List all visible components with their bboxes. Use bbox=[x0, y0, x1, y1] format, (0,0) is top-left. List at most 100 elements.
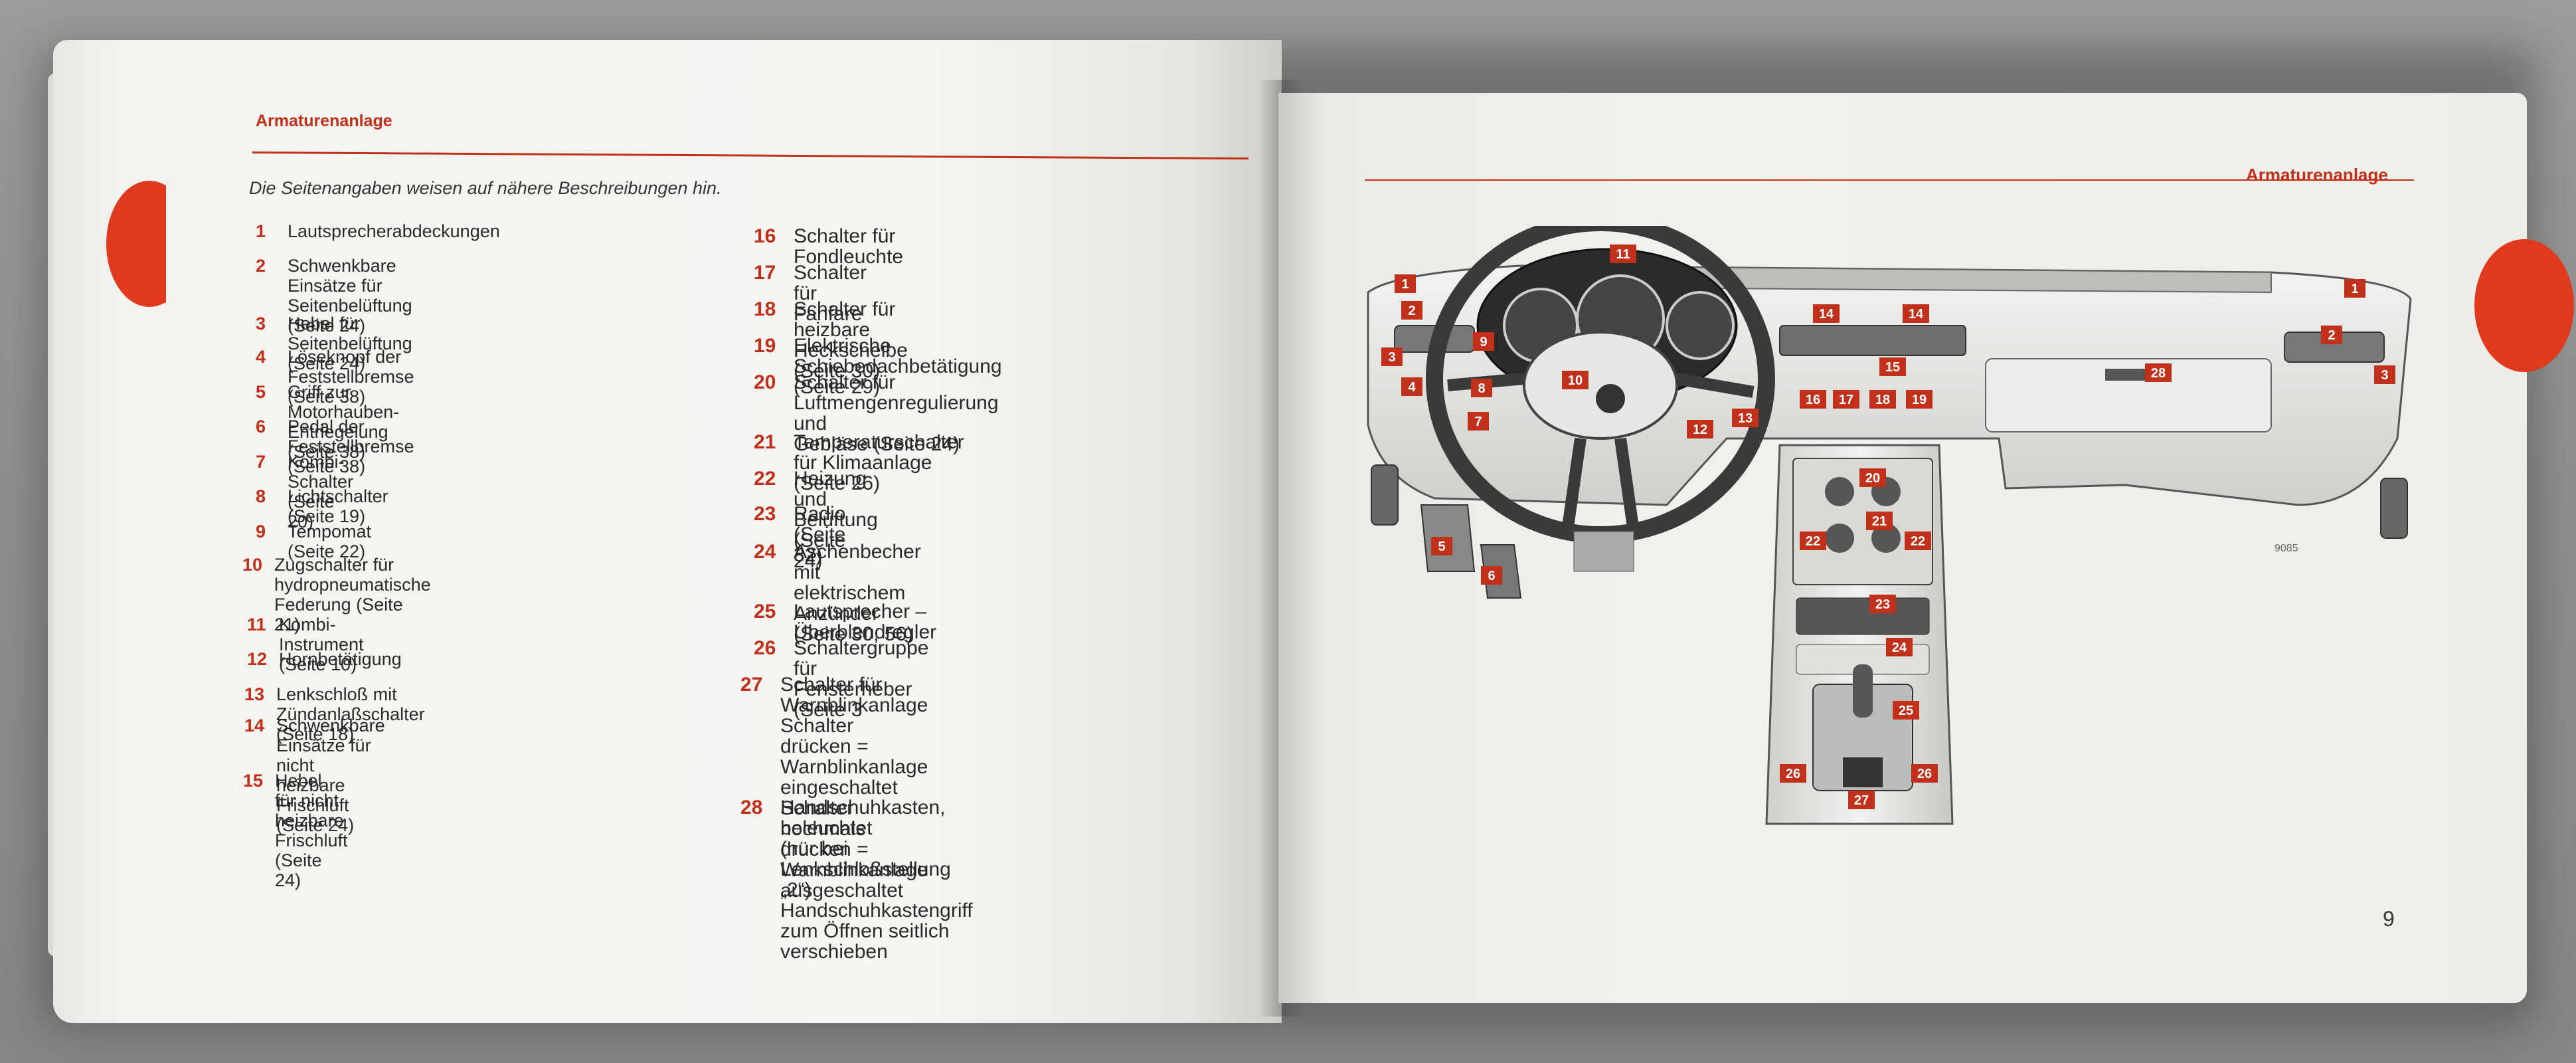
svg-text:26: 26 bbox=[1917, 767, 1932, 781]
glove-box-handle bbox=[2105, 369, 2145, 381]
item-number: 4 bbox=[256, 347, 266, 367]
item-number: 16 bbox=[754, 225, 776, 247]
item-number: 21 bbox=[754, 431, 776, 453]
item-text: Löseknopf der Feststellbremse (Seite 38) bbox=[288, 347, 414, 407]
item-text: Elektrische Schiebedachbetätigung (Seite… bbox=[794, 335, 1002, 398]
list-item: 8 Lichtschalter (Seite 19) bbox=[256, 486, 388, 526]
svg-text:19: 19 bbox=[1912, 393, 1927, 407]
list-item: 15 Hebel für nicht heizbare Frischluft (S… bbox=[243, 771, 348, 890]
item-text: Pedal der Feststellbremse (Seite 38) bbox=[288, 417, 414, 476]
list-item: 7 Kombi-Schalter (Seite 20) bbox=[256, 452, 353, 532]
svg-text:9: 9 bbox=[1480, 335, 1487, 349]
svg-text:22: 22 bbox=[1911, 534, 1925, 549]
svg-text:14: 14 bbox=[1909, 307, 1924, 322]
item-text: Aschenbecher mit elektrischem Anzünder (… bbox=[794, 541, 921, 645]
item-text: Hebel für nicht heizbare Frischluft (Sei… bbox=[275, 771, 348, 890]
item-text: Radio (Seite 32) bbox=[794, 503, 846, 566]
svg-text:11: 11 bbox=[1616, 247, 1630, 262]
svg-text:24: 24 bbox=[1892, 640, 1907, 655]
svg-text:22: 22 bbox=[1806, 534, 1820, 549]
list-item: 24 Aschenbecher mit elektrischem Anzünder… bbox=[754, 541, 921, 644]
list-item: 17 Schalter für Fanfare bbox=[754, 262, 867, 324]
list-item: 11 Kombi-Instrument (Seite 10) bbox=[247, 615, 364, 674]
item-number: 18 bbox=[754, 298, 776, 320]
left-page-header: Armaturenanlage bbox=[256, 112, 392, 130]
item-text: Lichtschalter (Seite 19) bbox=[288, 486, 388, 526]
list-item: 14 Schwenkbare Einsätze für nicht heizbar… bbox=[244, 716, 385, 835]
list-item: 27 Schalter für Warnblinkanlage Schalter … bbox=[740, 674, 928, 901]
svg-text:5: 5 bbox=[1438, 539, 1445, 554]
svg-text:2: 2 bbox=[1408, 304, 1415, 318]
gauge-right bbox=[1666, 291, 1735, 360]
item-number: 27 bbox=[740, 674, 763, 696]
svg-text:27: 27 bbox=[1854, 793, 1869, 808]
item-number: 8 bbox=[256, 486, 266, 506]
list-item: 4 Löseknopf der Feststellbremse (Seite 38… bbox=[256, 347, 414, 407]
right-red-tab bbox=[2474, 239, 2574, 372]
item-number: 15 bbox=[243, 771, 264, 791]
item-number: 26 bbox=[754, 637, 776, 659]
item-text: Schalter für Fondleuchte bbox=[794, 225, 904, 268]
item-number: 10 bbox=[242, 555, 263, 575]
svg-text:10: 10 bbox=[1568, 373, 1583, 388]
svg-text:7: 7 bbox=[1474, 415, 1482, 429]
svg-text:21: 21 bbox=[1872, 514, 1887, 529]
item-number: 13 bbox=[244, 684, 265, 704]
svg-text:23: 23 bbox=[1875, 597, 1890, 612]
item-number: 24 bbox=[754, 541, 776, 563]
svg-text:6: 6 bbox=[1488, 569, 1495, 583]
item-text: Kombi-Schalter (Seite 20) bbox=[288, 452, 354, 532]
item-text: Schalter für Fanfare bbox=[794, 262, 867, 325]
item-number: 22 bbox=[754, 468, 776, 490]
svg-text:28: 28 bbox=[2151, 366, 2166, 381]
item-text: Handschuhkasten, beleuchtet (nur bei Len… bbox=[780, 797, 973, 963]
right-page-header: Armaturenanlage bbox=[2246, 165, 2388, 185]
list-item: 26 Schaltergruppe für Fensterheber (Seite… bbox=[754, 638, 928, 720]
item-number: 14 bbox=[244, 716, 265, 735]
item-number: 17 bbox=[754, 262, 776, 284]
hazard-switch bbox=[1843, 757, 1883, 787]
svg-text:4: 4 bbox=[1408, 380, 1416, 395]
item-number: 20 bbox=[754, 371, 776, 393]
svg-text:12: 12 bbox=[1693, 423, 1707, 437]
item-number: 12 bbox=[247, 649, 268, 669]
item-text: Schalter für Warnblinkanlage Schalter dr… bbox=[780, 674, 928, 902]
glove-box bbox=[1985, 358, 2272, 433]
item-number: 11 bbox=[247, 615, 266, 634]
callout-labels: 1 1 2 2 3 3 4 5 6 7 8 9 10 11 12 13 14 1… bbox=[1381, 244, 2395, 809]
item-text: Schwenkbare Einsätze für nicht heizbare … bbox=[276, 716, 385, 835]
item-text: Kombi-Instrument (Seite 10) bbox=[279, 615, 364, 674]
list-item: 16 Schalter für Fondleuchte bbox=[754, 226, 903, 267]
page-number: 9 bbox=[2383, 907, 2395, 931]
svg-text:25: 25 bbox=[1899, 704, 1913, 718]
item-number: 7 bbox=[256, 452, 266, 472]
item-text: Schalter für heizbare Heckscheibe (Seite… bbox=[794, 298, 908, 382]
radio bbox=[1796, 597, 1930, 635]
item-text: Lenkschloß mit Zündanlaßschalter (Seite … bbox=[276, 684, 425, 744]
item-text: Lautsprecherabdeckungen bbox=[288, 221, 500, 241]
star-emblem bbox=[1596, 384, 1625, 413]
svg-text:3: 3 bbox=[2381, 368, 2388, 383]
intro-text: Die Seitenangaben weisen auf nähere Besc… bbox=[249, 178, 722, 198]
item-number: 5 bbox=[256, 382, 266, 402]
svg-text:15: 15 bbox=[1885, 360, 1900, 375]
item-text: Schaltergruppe für Fensterheber (Seite 3 bbox=[794, 637, 929, 721]
svg-text:18: 18 bbox=[1875, 393, 1890, 407]
item-text: Lautsprecher – Überblendregler bbox=[794, 601, 937, 643]
right-header-rule bbox=[1365, 179, 2414, 181]
svg-text:1: 1 bbox=[1401, 277, 1409, 292]
